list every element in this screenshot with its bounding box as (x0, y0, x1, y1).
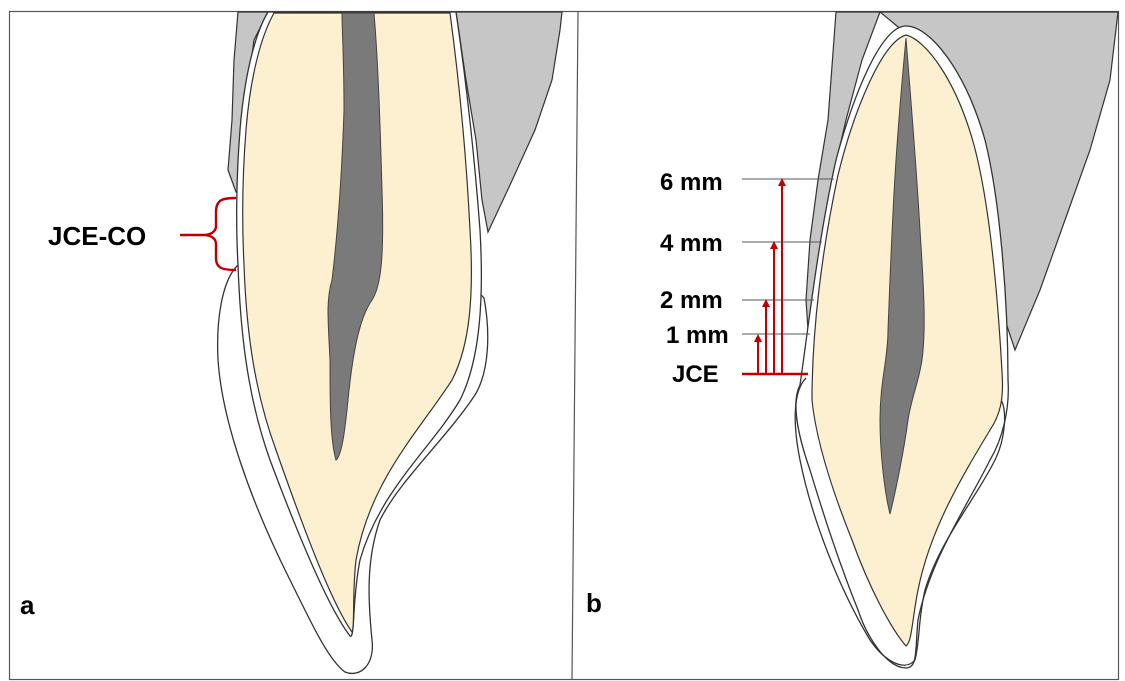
panel-a: JCE-CO a (20, 12, 562, 673)
jce-co-label: JCE-CO (48, 221, 146, 251)
jce-co-bracket (204, 198, 236, 270)
label-jce: JCE (672, 361, 719, 388)
panel-divider (572, 12, 578, 679)
panel-letter-a: a (20, 590, 35, 620)
label-2mm: 2 mm (660, 287, 723, 314)
panel-letter-b: b (586, 588, 602, 618)
panel-b: 6 mm 4 mm 2 mm 1 mm JCE b (586, 12, 1118, 668)
label-6mm: 6 mm (660, 169, 723, 196)
label-4mm: 4 mm (660, 230, 723, 257)
label-1mm: 1 mm (666, 322, 729, 349)
